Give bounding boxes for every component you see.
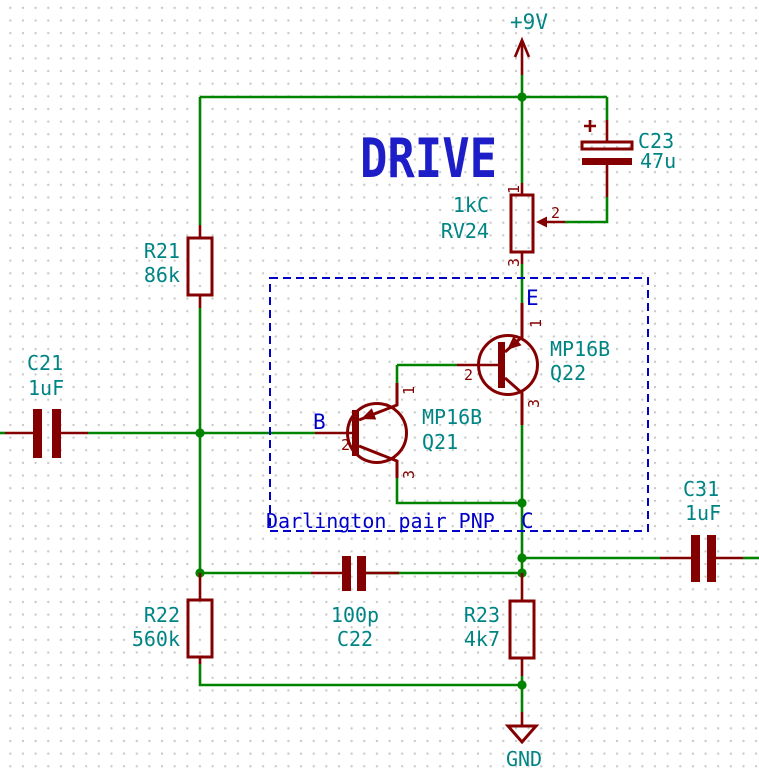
q21-ref-label[interactable]: Q21 [422,430,458,454]
r21-ref-label[interactable]: R21 [144,239,180,263]
junction-dot[interactable] [195,428,205,438]
pot-pin3-number: 3 [505,258,523,267]
capacitor-plate[interactable] [691,535,700,582]
annotation-text[interactable]: Darlington pair PNP [266,509,495,533]
r23-value-label[interactable]: 4k7 [464,627,500,651]
pnp-emitter-arrow-icon [361,408,377,420]
q21-pin2-number: 2 [341,436,350,454]
resistor-body[interactable] [186,236,214,297]
pnp-emitter-arrow-icon [507,336,522,350]
potentiometer-rv24[interactable]: 1 2 3 1kC RV24 [441,183,565,267]
wire-segment[interactable] [198,664,522,687]
q21-value-label[interactable]: MP16B [422,405,482,429]
resistor-r23[interactable]: R23 4k7 [464,573,536,676]
capacitor-plate[interactable] [33,409,42,458]
c23-value-label[interactable]: 47u [640,149,676,173]
r23-ref-label[interactable]: R23 [464,603,500,627]
pot-pin2-number: 2 [551,204,560,222]
junction-dot[interactable] [517,498,527,508]
capacitor-plate[interactable] [707,535,716,582]
net-label-collector[interactable]: C [521,509,534,533]
c22-value-label[interactable]: 100p [331,603,379,627]
capacitor-plate[interactable] [52,409,61,458]
capacitor-c21[interactable]: C21 1uF [5,351,88,458]
pot-wiper-arrow-icon [536,216,547,228]
polarity-plus-icon [584,120,596,132]
q21-pin1-number: 1 [400,386,418,395]
power-arrow-icon [513,36,531,58]
r21-value-label[interactable]: 86k [144,263,180,287]
c23-ref-label[interactable]: C23 [638,129,674,153]
q22-value-label[interactable]: MP16B [550,337,610,361]
capacitor-plate[interactable] [342,556,351,591]
c31-ref-label[interactable]: C31 [683,477,719,501]
wire-segment[interactable] [565,197,609,224]
transistor-q22[interactable]: 1 2 3 MP16B Q22 [457,303,610,425]
junction-dot[interactable] [517,680,527,690]
junctions [195,92,527,690]
transistor-base-bar [498,342,505,388]
capacitor-plate[interactable] [357,556,366,591]
c31-value-label[interactable]: 1uF [685,501,721,525]
pot-body[interactable] [509,193,535,254]
capacitor-c31[interactable]: C31 1uF [660,477,743,582]
annotation-box[interactable] [269,277,649,532]
r22-ref-label[interactable]: R22 [144,603,180,627]
c21-value-label[interactable]: 1uF [28,376,64,400]
transistor-base-bar [352,410,359,456]
q22-pin2-number: 2 [464,366,473,384]
c21-ref-label[interactable]: C21 [27,351,63,375]
transistor-q21[interactable]: 1 2 3 MP16B Q21 [315,383,482,479]
resistor-r22[interactable]: R22 560k [132,573,214,664]
gnd-triangle-icon [504,724,540,745]
pot-pin1-number: 1 [505,185,523,194]
rv24-ref-label[interactable]: RV24 [441,219,489,243]
wire-segment[interactable] [395,478,522,505]
collector-pin [504,376,524,425]
capacitor-c22[interactable]: 100p C22 [311,556,399,651]
q22-pin1-number: 1 [527,319,545,328]
junction-dot[interactable] [517,553,527,563]
net-label-base[interactable]: B [313,410,326,434]
resistor-body[interactable] [186,598,214,659]
emitter-pin [358,383,399,422]
gnd-label[interactable]: GND [506,747,542,771]
q21-pin3-number: 3 [400,470,418,479]
resistor-r21[interactable]: R21 86k [144,225,214,308]
q22-pin3-number: 3 [525,399,543,408]
q22-ref-label[interactable]: Q22 [550,361,586,385]
gnd-symbol[interactable]: GND [504,712,542,771]
junction-dot[interactable] [517,92,527,102]
rv24-value-label[interactable]: 1kC [453,193,489,217]
capacitor-c23[interactable]: C23 47u [580,120,676,197]
collector-pin [358,444,399,478]
c22-ref-label[interactable]: C22 [337,627,373,651]
net-label-emitter[interactable]: E [526,286,539,310]
capacitor-plate-negative[interactable] [582,158,632,165]
drive-title[interactable]: DRIVE [360,127,497,190]
vcc-label[interactable]: +9V [510,10,548,34]
capacitor-plate-positive[interactable] [580,140,634,151]
power-flag-vcc[interactable]: +9V [510,10,548,75]
r22-value-label[interactable]: 560k [132,627,180,651]
resistor-body[interactable] [508,599,536,660]
